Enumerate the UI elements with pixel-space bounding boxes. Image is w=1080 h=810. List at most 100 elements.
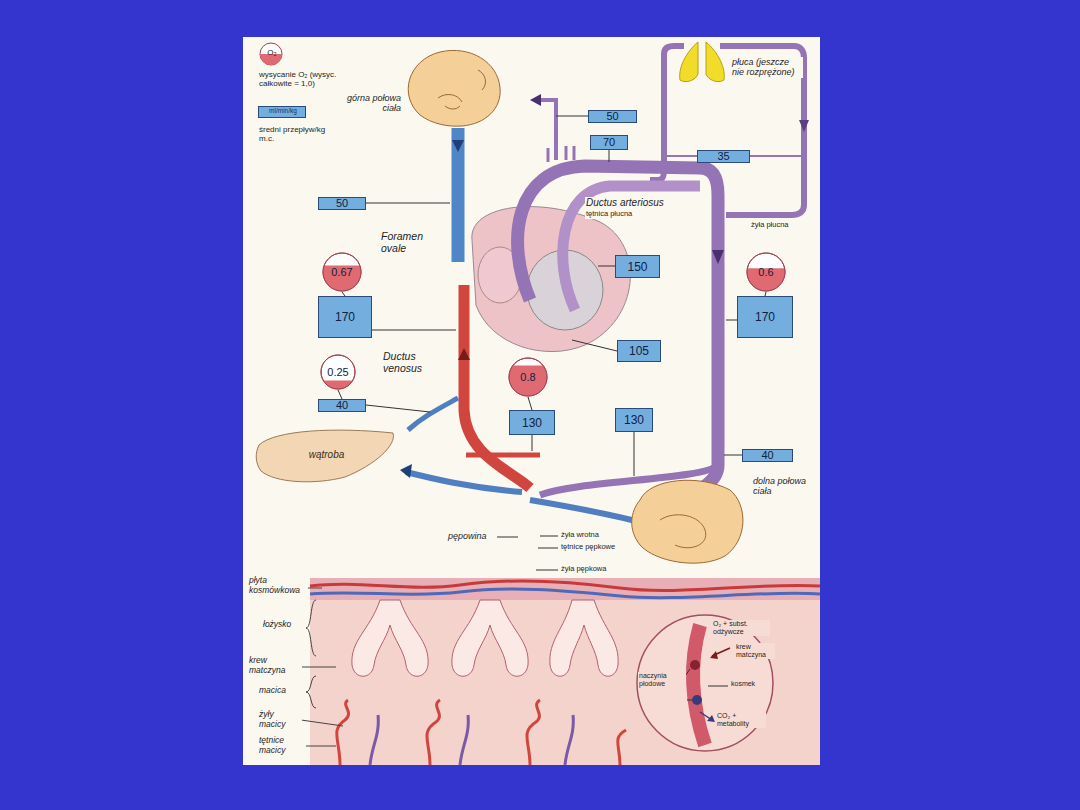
legend-text: średni przepływ/kg m.c. xyxy=(258,125,342,143)
placenta-brackets-part xyxy=(301,720,343,726)
saturation-fill xyxy=(509,366,547,396)
leader-lines-part xyxy=(609,150,610,162)
part-label: tętnice macicy xyxy=(258,736,306,756)
placenta-part xyxy=(310,578,820,600)
organ-name: wątroba xyxy=(309,450,345,460)
saturation-fill xyxy=(323,381,352,390)
part-label: tętnica płucna xyxy=(585,210,633,219)
image-panel xyxy=(243,37,820,765)
leader-lines-part xyxy=(497,537,518,538)
vessels-part xyxy=(530,94,541,106)
circle-outline xyxy=(321,355,355,389)
placenta-part xyxy=(370,715,573,765)
lung-vessels-part xyxy=(720,46,804,215)
leader-lines-part xyxy=(724,455,742,456)
circle-outline xyxy=(509,358,547,396)
circle-outline xyxy=(323,253,361,291)
villus-inset-part xyxy=(692,695,702,705)
part-label: płuca (jeszcze nie rozprężone) xyxy=(731,57,803,78)
vessels-part xyxy=(406,472,522,492)
villus-inset-part xyxy=(637,615,773,751)
part-label: żyła wrotna xyxy=(560,531,600,540)
placenta-brackets xyxy=(301,588,343,746)
placenta-part xyxy=(310,589,820,598)
value-text: 170 xyxy=(335,311,355,323)
heart-part xyxy=(472,207,631,352)
part-label: dolna połowa ciała xyxy=(752,476,816,497)
part-label: macica xyxy=(258,686,287,696)
flow-value-box: 170 xyxy=(737,296,793,338)
part-label: kosmek xyxy=(730,680,756,688)
vessels-part xyxy=(400,464,412,478)
lower-body-figure xyxy=(632,480,743,563)
lower-body-figure-part xyxy=(660,515,706,548)
value-text: 130 xyxy=(522,417,542,429)
legend-text: wysycanie O₂ (wysyc. całkowite = 1,0) xyxy=(258,70,372,88)
part-label: pępowina xyxy=(447,531,488,541)
leader-lines-part xyxy=(532,435,533,451)
placenta-part xyxy=(310,578,820,765)
value-text: 70 xyxy=(603,137,615,148)
lungs xyxy=(680,42,725,82)
legend-sample-text: ml/min/kg xyxy=(258,107,308,114)
flow-value-box: 50 xyxy=(318,197,366,210)
placenta-brackets-part xyxy=(306,676,316,708)
part-label: Foramen ovale xyxy=(380,230,444,254)
part-label: tętnice pępkowe xyxy=(560,543,616,552)
leader-lines-part xyxy=(540,536,558,537)
placenta-part xyxy=(352,600,428,676)
placenta xyxy=(310,578,820,765)
upper-body-figure-part xyxy=(438,70,485,109)
value-text: 170 xyxy=(755,311,775,323)
saturation-circle: 0.8 xyxy=(508,357,548,397)
flow-value-box: 105 xyxy=(617,340,661,362)
flow-value-box: 50 xyxy=(588,110,637,123)
flow-value-box: 170 xyxy=(318,296,372,338)
legend-sample-text: O₂ xyxy=(259,48,285,57)
leader-lines-part xyxy=(634,432,635,476)
circle-outline xyxy=(747,253,785,291)
heart xyxy=(472,207,631,352)
leader-lines-part xyxy=(366,405,430,412)
vessels-part xyxy=(712,250,724,264)
value-text: 40 xyxy=(336,400,348,411)
part-label: krew matczyna xyxy=(248,656,302,676)
value-text: 50 xyxy=(336,198,348,209)
villus-inset-part xyxy=(707,715,715,722)
value-text: 105 xyxy=(629,345,649,357)
part-label: górna połowa ciała xyxy=(328,93,402,114)
part-label: O₂ + subst. odżywcze xyxy=(712,620,770,636)
part-label: łożysko xyxy=(262,620,292,630)
value-connector xyxy=(338,390,342,399)
flow-value-box: 40 xyxy=(318,399,366,412)
villus-inset-part xyxy=(690,660,700,670)
placenta-part xyxy=(452,600,528,676)
value-text: 50 xyxy=(606,111,618,122)
circle-outline xyxy=(321,355,355,389)
vessels-part xyxy=(458,348,470,360)
placenta-brackets-part xyxy=(305,746,336,747)
leader-lines-part xyxy=(538,548,558,549)
vessels-part xyxy=(452,140,464,152)
vessels-part xyxy=(452,128,465,262)
value-text: 0.67 xyxy=(331,267,352,278)
value-text: 150 xyxy=(627,261,647,273)
value-text: 0.8 xyxy=(520,372,535,383)
upper-body-figure xyxy=(408,50,500,126)
part-label: naczynia płodowe xyxy=(638,672,686,688)
circle-outline xyxy=(323,253,361,291)
placenta-part xyxy=(550,600,618,676)
vessels-part xyxy=(408,398,458,430)
value-connector xyxy=(528,397,532,410)
lung-vessels-part xyxy=(650,46,684,180)
villus-inset-part xyxy=(710,651,718,659)
liver-organ: wątroba xyxy=(255,425,398,485)
leader-lines-part xyxy=(726,320,737,321)
leader-lines-part xyxy=(556,116,588,117)
leader-lines-part xyxy=(366,203,450,204)
circle-outline xyxy=(509,358,547,396)
part-label: Ductus venosus xyxy=(382,350,446,374)
flow-value-box: 70 xyxy=(590,135,628,150)
part-label: żyła płucna xyxy=(750,221,790,230)
